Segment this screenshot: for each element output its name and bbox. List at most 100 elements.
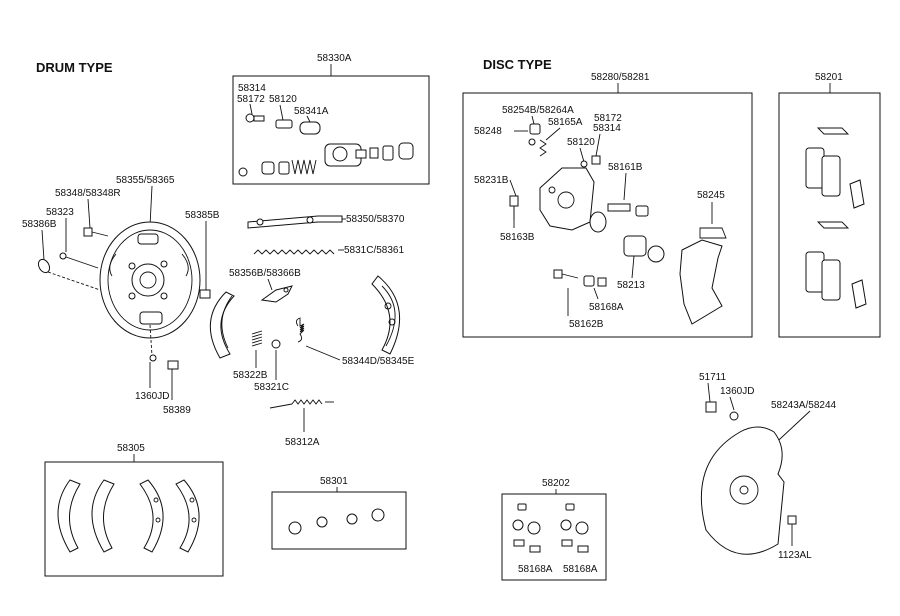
label-58213[interactable]: 58213 bbox=[617, 280, 645, 291]
label-58165A[interactable]: 58165A bbox=[548, 117, 583, 128]
parking-lever-part bbox=[260, 285, 293, 303]
label-58172-drum[interactable]: 58172 bbox=[237, 94, 265, 105]
piston-small-parts bbox=[275, 104, 321, 135]
label-58344D[interactable]: 58344D/58345E bbox=[342, 356, 415, 367]
pad-clip-bottom-part bbox=[816, 221, 850, 229]
label-58322B[interactable]: 58322B bbox=[233, 370, 268, 381]
backing-plate-part bbox=[99, 221, 201, 339]
label-58312A[interactable]: 58312A bbox=[285, 437, 320, 448]
label-58341A[interactable]: 58341A bbox=[294, 106, 329, 117]
pad-clip-top-part bbox=[816, 127, 850, 135]
label-58321C[interactable]: 58321C bbox=[254, 382, 289, 393]
caliper-body-part bbox=[539, 167, 595, 231]
adjuster-rod-part bbox=[247, 215, 343, 229]
label-58348[interactable]: 58348/58348R bbox=[55, 188, 121, 199]
label-58120-drum[interactable]: 58120 bbox=[269, 94, 297, 105]
caliper-assembly-box bbox=[462, 92, 753, 338]
brake-shoe-right-part bbox=[371, 275, 401, 355]
label-58168A-caliper[interactable]: 58168A bbox=[589, 302, 624, 313]
bleeder-screw-part bbox=[245, 103, 265, 123]
label-58311C[interactable]: 5831C/58361 bbox=[344, 245, 404, 256]
caliper-bracket-part bbox=[679, 239, 723, 325]
label-58301[interactable]: 58301 bbox=[320, 476, 348, 487]
label-58202[interactable]: 58202 bbox=[542, 478, 570, 489]
brake-shoe-kit-box bbox=[44, 461, 224, 577]
label-58350[interactable]: 58350/58370 bbox=[346, 214, 405, 225]
cylinder-internals-right bbox=[369, 142, 414, 161]
cup-kit-group: 58301 bbox=[271, 476, 407, 550]
guide-boot-part bbox=[583, 275, 607, 287]
mounting-bolt-part bbox=[509, 195, 519, 220]
label-58168A-kit-left[interactable]: 58168A bbox=[518, 564, 553, 575]
label-58330A[interactable]: 58330A bbox=[317, 53, 352, 64]
label-58201[interactable]: 58201 bbox=[815, 72, 843, 83]
bleeder-cap-small-part bbox=[580, 155, 601, 168]
label-1360JD-drum[interactable]: 1360JD bbox=[135, 391, 169, 402]
plate-bolt-part bbox=[83, 227, 109, 237]
label-58168A-kit-right[interactable]: 58168A bbox=[563, 564, 598, 575]
bleeder-screw-cap-part bbox=[529, 123, 541, 135]
brake-pad-kit-box bbox=[778, 92, 881, 338]
label-58254B[interactable]: 58254B/58264A bbox=[502, 105, 574, 116]
brake-shoe-single-part bbox=[209, 291, 235, 359]
label-58386B[interactable]: 58386B bbox=[22, 219, 57, 230]
shield-bolt-part bbox=[705, 401, 739, 421]
label-1123AL[interactable]: 1123AL bbox=[778, 550, 812, 561]
label-58161B[interactable]: 58161B bbox=[608, 162, 643, 173]
shield-screw-part bbox=[787, 515, 797, 546]
piston-seal-part bbox=[589, 211, 607, 233]
cylinder-internals-left bbox=[238, 159, 317, 177]
shoe-4-part bbox=[175, 479, 200, 553]
label-58305[interactable]: 58305 bbox=[117, 443, 145, 454]
upper-return-spring-part bbox=[253, 249, 335, 255]
adjuster-plug-part bbox=[37, 258, 51, 274]
anti-rattle-clip-part bbox=[699, 227, 727, 239]
label-1360JD-disc[interactable]: 1360JD bbox=[720, 386, 754, 397]
cup-part-1 bbox=[288, 521, 302, 535]
brake-pad-kit-group: 58201 bbox=[778, 72, 881, 338]
label-58172-disc[interactable]: 58172 bbox=[594, 113, 622, 124]
cup-part-4 bbox=[371, 508, 385, 522]
cup-part-2 bbox=[316, 516, 328, 528]
shoe-2-part bbox=[91, 479, 115, 553]
label-58314-disc[interactable]: 58314 bbox=[593, 123, 621, 134]
seal-kit-parts-right bbox=[560, 503, 589, 553]
brake-pad-top-pair-part bbox=[805, 147, 865, 209]
label-58248[interactable]: 58248 bbox=[474, 126, 502, 137]
label-51711[interactable]: 51711 bbox=[699, 372, 727, 383]
label-58120-disc[interactable]: 58120 bbox=[567, 137, 595, 148]
brake-shoe-kit-group: 58305 bbox=[44, 443, 224, 577]
label-58323[interactable]: 58323 bbox=[46, 207, 74, 218]
adjuster-spring-part bbox=[269, 399, 334, 409]
guide-pin-part bbox=[607, 203, 649, 217]
wheel-cylinder-kit-group: 58330A 58314 58172 58120 58341A bbox=[232, 53, 430, 185]
dust-shield-group: 51711 1360JD 58243A/58244 1123AL bbox=[699, 372, 837, 561]
disc-type-heading: DISC TYPE bbox=[483, 57, 552, 72]
cup-part-3 bbox=[346, 513, 358, 525]
label-58163B[interactable]: 58163B bbox=[500, 232, 535, 243]
label-58314-drum[interactable]: 58314 bbox=[238, 83, 266, 94]
label-58231B[interactable]: 58231B bbox=[474, 175, 509, 186]
bleeder-bolt-part bbox=[167, 360, 179, 400]
label-58162B[interactable]: 58162B bbox=[569, 319, 604, 330]
label-58389[interactable]: 58389 bbox=[163, 405, 191, 416]
shoe-1-part bbox=[57, 479, 81, 553]
lower-guide-bolt-part bbox=[553, 269, 579, 279]
bleeder-screw-part-disc bbox=[539, 139, 547, 157]
caliper-nut-part bbox=[528, 138, 536, 146]
label-58243A[interactable]: 58243A/58244 bbox=[771, 400, 837, 411]
hold-down-spring-part bbox=[251, 330, 263, 347]
hold-down-cup-part bbox=[271, 339, 281, 349]
wheel-cylinder-body bbox=[324, 143, 367, 167]
bleeder-cap-part bbox=[149, 354, 157, 362]
label-58355[interactable]: 58355/58365 bbox=[116, 175, 175, 186]
label-58356B[interactable]: 58356B/58366B bbox=[229, 268, 301, 279]
label-58245[interactable]: 58245 bbox=[697, 190, 725, 201]
seal-kit-parts-left bbox=[512, 503, 541, 553]
lower-spring-part bbox=[295, 317, 305, 343]
label-58280[interactable]: 58280/58281 bbox=[591, 72, 650, 83]
seal-kit-group: 58202 58168A 58168A bbox=[501, 478, 607, 581]
label-58385B[interactable]: 58385B bbox=[185, 210, 220, 221]
